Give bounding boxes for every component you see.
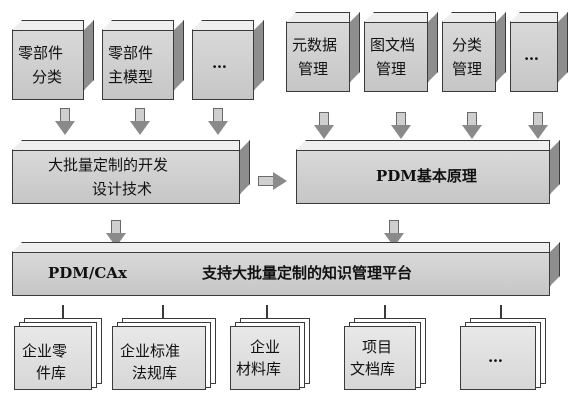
box-label-line2: 管理	[452, 60, 483, 78]
library-label-line2: 材料库	[236, 360, 282, 378]
box-label-line1: 大批量定制的开发	[48, 156, 169, 174]
arrow-down	[55, 108, 75, 136]
arrow-down	[208, 108, 228, 136]
connector-stem	[500, 305, 502, 323]
library-label-line1: 项目	[362, 338, 393, 356]
arrow-down	[130, 108, 150, 136]
box-label-line1: 零部件	[18, 44, 64, 62]
box-label-line2: 分类	[32, 68, 63, 86]
arrow-down	[314, 112, 334, 140]
connector-stem	[62, 305, 64, 323]
library-label-line1: 企业标准	[120, 342, 181, 360]
library-enterprise-materials: 企业 材料库	[230, 318, 314, 394]
library-more: …	[460, 318, 550, 394]
arrow-down	[528, 112, 548, 140]
box-label-line1: 图文档	[370, 36, 416, 54]
box-document-management: 图文档 管理	[364, 12, 428, 92]
box-more-left: …	[192, 20, 254, 100]
box-more-right: …	[510, 12, 558, 92]
ellipsis-label: …	[524, 46, 539, 64]
box-label-line1: 元数据	[292, 36, 338, 54]
library-enterprise-parts: 企业零 件库	[14, 318, 106, 394]
platform-left-label: PDM/CAx	[48, 264, 127, 282]
library-label-line2: 件库	[36, 364, 67, 382]
box-label-line2: 管理	[298, 60, 329, 78]
box-part-master-model: 零部件 主模型	[102, 20, 174, 100]
box-label-line2: 管理	[376, 60, 407, 78]
ellipsis-label: …	[212, 54, 227, 72]
box-part-classification: 零部件 分类	[12, 20, 84, 100]
library-project-documents: 项目 文档库	[344, 318, 430, 394]
library-label-line2: 文档库	[350, 360, 396, 378]
box-label-line2: 主模型	[108, 68, 154, 86]
arrow-right	[258, 172, 288, 190]
box-label-line1: 分类	[452, 36, 483, 54]
box-label-line2: 设计技术	[92, 180, 153, 198]
connector-stem	[384, 305, 386, 323]
library-label-line1: 企业零	[22, 342, 68, 360]
box-pdm-basic-principle: PDM基本原理	[296, 140, 550, 204]
box-mass-customization-design-tech: 大批量定制的开发 设计技术	[12, 140, 240, 204]
connector-stem	[162, 305, 164, 323]
box-label-line1: 零部件	[108, 44, 154, 62]
arrow-down	[462, 112, 482, 140]
box-knowledge-management-platform: PDM/CAx 支持大批量定制的知识管理平台	[12, 242, 550, 296]
connector-stem	[266, 305, 268, 323]
box-label: PDM基本原理	[376, 167, 477, 185]
arrow-down	[391, 112, 411, 140]
box-metadata-management: 元数据 管理	[286, 12, 350, 92]
box-classification-management: 分类 管理	[442, 12, 496, 92]
ellipsis-label: …	[488, 348, 503, 366]
library-label-line1: 企业	[250, 338, 281, 356]
library-enterprise-standards: 企业标准 法规库	[112, 318, 220, 394]
library-label-line2: 法规库	[132, 364, 178, 382]
platform-right-label: 支持大批量定制的知识管理平台	[202, 264, 413, 282]
